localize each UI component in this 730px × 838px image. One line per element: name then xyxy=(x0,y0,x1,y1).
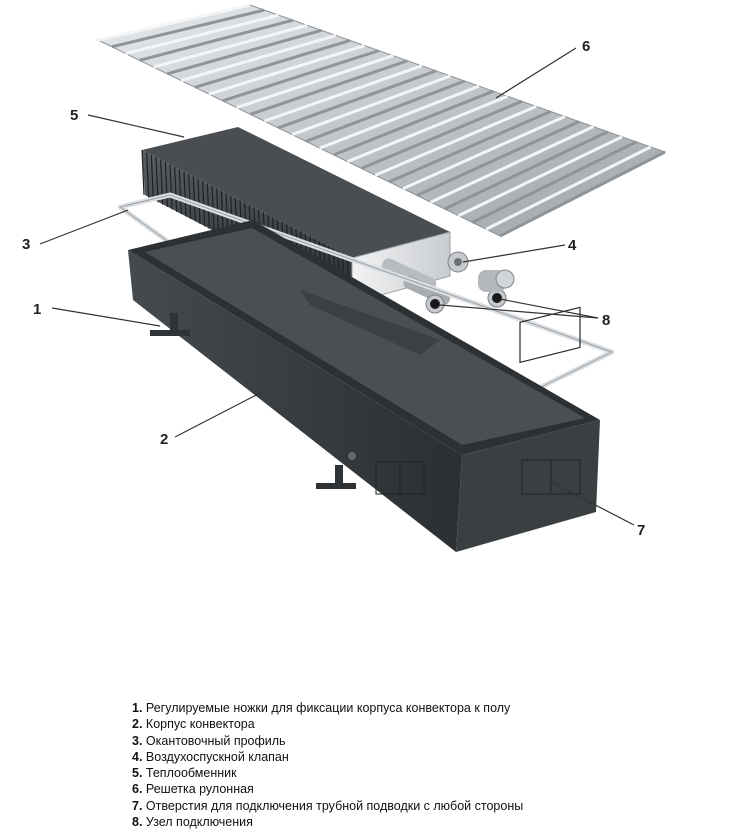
callout-8: 8 xyxy=(602,312,610,329)
grille-slat xyxy=(402,115,566,191)
legend-item: 7. Отверстия для подключения трубной под… xyxy=(132,798,523,814)
fin xyxy=(192,176,196,222)
legend-text: Узел подключения xyxy=(145,815,253,830)
legend-text: Решетка рулонная xyxy=(145,782,254,797)
parts-legend: 1. Регулируемые ножки для фиксации корпу… xyxy=(132,700,523,830)
legend-number: 4. xyxy=(132,749,143,764)
legend-text: Отверстия для подключения трубной подвод… xyxy=(145,798,524,813)
callout-7: 7 xyxy=(637,522,645,539)
fin xyxy=(183,171,187,217)
legend-item: 6. Решетка рулонная xyxy=(132,781,523,797)
legend-number: 3. xyxy=(132,733,143,748)
grille-slat xyxy=(125,13,279,55)
legend-text: Регулируемые ножки для фиксации корпуса … xyxy=(145,701,511,715)
fin xyxy=(197,178,201,224)
grille-slat xyxy=(166,28,322,76)
legend-text: Окантовочный профиль xyxy=(145,733,286,748)
legend-item: 1. Регулируемые ножки для фиксации корпу… xyxy=(132,700,523,716)
grille-slat xyxy=(416,120,580,197)
grille-slat xyxy=(222,49,380,103)
grille-slat xyxy=(208,44,365,96)
fin xyxy=(141,149,145,196)
fin xyxy=(146,152,150,198)
adjustable-feet xyxy=(150,313,356,489)
grille-slat xyxy=(388,110,552,184)
fin xyxy=(169,164,173,210)
grille-slat xyxy=(430,125,595,204)
callout-5: 5 xyxy=(70,107,78,124)
legend-number: 2. xyxy=(132,717,143,732)
grille-slat xyxy=(333,89,494,157)
grille-slat xyxy=(111,8,265,49)
legend-number: 6. xyxy=(132,782,143,797)
callout-3: 3 xyxy=(22,236,30,253)
grille-slat xyxy=(485,145,652,231)
legend-number: 7. xyxy=(132,798,143,813)
convector-housing xyxy=(128,220,600,552)
grille-slat xyxy=(139,18,294,62)
grille-slat xyxy=(180,33,337,82)
grille-slat xyxy=(305,79,466,143)
callout-6: 6 xyxy=(582,38,590,55)
legend-item: 3. Окантовочный профиль xyxy=(132,733,523,749)
grille-slat xyxy=(374,104,537,177)
legend-text: Теплообменник xyxy=(145,766,237,781)
legend-number: 8. xyxy=(132,815,143,830)
callout-4: 4 xyxy=(568,237,577,254)
grille-slat xyxy=(471,140,638,224)
fin xyxy=(178,169,182,215)
grille-slat xyxy=(153,23,308,69)
grille-slat xyxy=(97,3,251,42)
grille-slat xyxy=(194,39,351,89)
fin xyxy=(174,166,178,212)
grille-slat xyxy=(360,99,523,170)
legend-item: 4. Воздухоспускной клапан xyxy=(132,749,523,765)
legend-item: 2. Корпус конвектора xyxy=(132,716,523,732)
fin xyxy=(188,173,192,220)
fin xyxy=(202,181,206,227)
legend-text: Корпус конвектора xyxy=(145,717,255,732)
grille-slat xyxy=(263,64,423,123)
grille-slat xyxy=(277,69,437,130)
callout-2: 2 xyxy=(160,431,168,448)
legend-number: 1. xyxy=(132,701,143,715)
fin xyxy=(164,161,168,208)
grille-slat xyxy=(291,74,451,137)
legend-item: 5. Теплообменник xyxy=(132,765,523,781)
grille-slat xyxy=(346,94,509,164)
grille-slat xyxy=(499,150,666,238)
grille-slats xyxy=(97,3,666,238)
grille-slat xyxy=(319,84,480,150)
leader-lines xyxy=(39,47,635,526)
legend-text: Воздухоспускной клапан xyxy=(145,749,289,764)
grille-slat xyxy=(249,59,408,116)
connection-holes xyxy=(375,459,581,495)
grille-slat xyxy=(443,130,609,211)
convector-exploded-diagram: 1 2 3 4 5 6 7 8 xyxy=(22,3,667,552)
fin xyxy=(155,157,159,203)
callout-1: 1 xyxy=(33,301,41,318)
grille-slat xyxy=(457,135,623,218)
legend-number: 5. xyxy=(132,766,143,781)
fin xyxy=(150,154,154,200)
rolled-grille xyxy=(96,3,667,238)
legend-item: 8. Узел подключения xyxy=(132,814,523,830)
grille-slat xyxy=(236,54,394,110)
